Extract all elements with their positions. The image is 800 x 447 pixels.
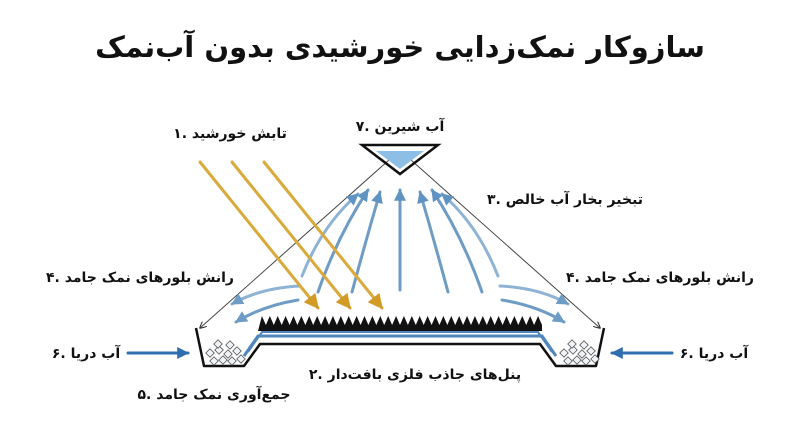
label-evaporation: ۳. تبخیر بخار آب خالص bbox=[487, 190, 643, 208]
side-arrow bbox=[498, 284, 570, 306]
label-salt-push-left: ۴. رانش بلورهای نمک جامد bbox=[46, 270, 234, 286]
salt-push-arrows-left bbox=[230, 284, 302, 324]
salt-crystal-icon bbox=[232, 346, 242, 356]
side-arrow bbox=[500, 298, 566, 324]
vapor-arrow bbox=[417, 190, 450, 294]
salt-crystal-icon bbox=[568, 345, 578, 355]
salt-crystal-icon bbox=[223, 349, 233, 359]
salt-crystal-icon bbox=[205, 348, 215, 358]
label-sunlight: ۱. تابش خورشید bbox=[173, 126, 287, 142]
salt-crystal-icon bbox=[236, 354, 246, 364]
vapor-arrow bbox=[350, 190, 383, 294]
label-seawater-right: ۶. آب دریا bbox=[680, 344, 749, 362]
salt-crystal-icon bbox=[563, 356, 573, 366]
salt-crystal-icon bbox=[218, 355, 228, 365]
sun-ray bbox=[230, 160, 352, 310]
sun-ray bbox=[198, 160, 320, 310]
sunlight-arrows bbox=[198, 160, 384, 310]
label-seawater-left: ۶. آب دریا bbox=[52, 344, 121, 362]
fresh-water-collector bbox=[358, 143, 442, 176]
label-salt-collect: ۵. جمع‌آوری نمک جامد bbox=[137, 385, 290, 403]
vapor-arrow bbox=[300, 192, 360, 278]
salt-crystals-right bbox=[559, 339, 600, 366]
salt-crystal-icon bbox=[225, 340, 235, 350]
label-fresh-water: ۷. آب شیرین bbox=[356, 117, 446, 135]
salt-crystal-icon bbox=[209, 356, 219, 366]
basin bbox=[194, 316, 606, 368]
salt-crystal-icon bbox=[214, 345, 224, 355]
absorber-panel bbox=[258, 316, 542, 331]
salt-crystal-icon bbox=[213, 339, 223, 349]
salt-crystal-icon bbox=[581, 356, 591, 366]
salt-crystal-icon bbox=[559, 348, 569, 358]
label-panel: ۲. پنل‌های جاذب فلزی بافت‌دار bbox=[309, 367, 521, 383]
side-arrow bbox=[234, 298, 300, 324]
vapor-arrow bbox=[430, 188, 484, 294]
salt-crystal-icon bbox=[590, 354, 600, 364]
salt-crystal-icon bbox=[586, 346, 596, 356]
salt-crystal-icon bbox=[227, 356, 237, 366]
vapor-arrow bbox=[316, 188, 370, 294]
page-title: سازوکار نمک‌زدایی خورشیدی بدون آب‌نمک bbox=[95, 29, 705, 64]
vapor-arrow bbox=[440, 192, 500, 278]
label-salt-push-right: ۴. رانش بلورهای نمک جامد bbox=[566, 270, 754, 286]
salt-push-arrows-right bbox=[498, 284, 570, 324]
salt-crystal-icon bbox=[579, 340, 589, 350]
sun-ray bbox=[262, 160, 384, 310]
vapor-arrows bbox=[300, 188, 500, 294]
salt-crystal-icon bbox=[572, 355, 582, 365]
salt-crystal-icon bbox=[577, 349, 587, 359]
side-arrow bbox=[230, 284, 302, 306]
salt-crystal-icon bbox=[567, 339, 577, 349]
salt-crystals-left bbox=[205, 339, 246, 366]
